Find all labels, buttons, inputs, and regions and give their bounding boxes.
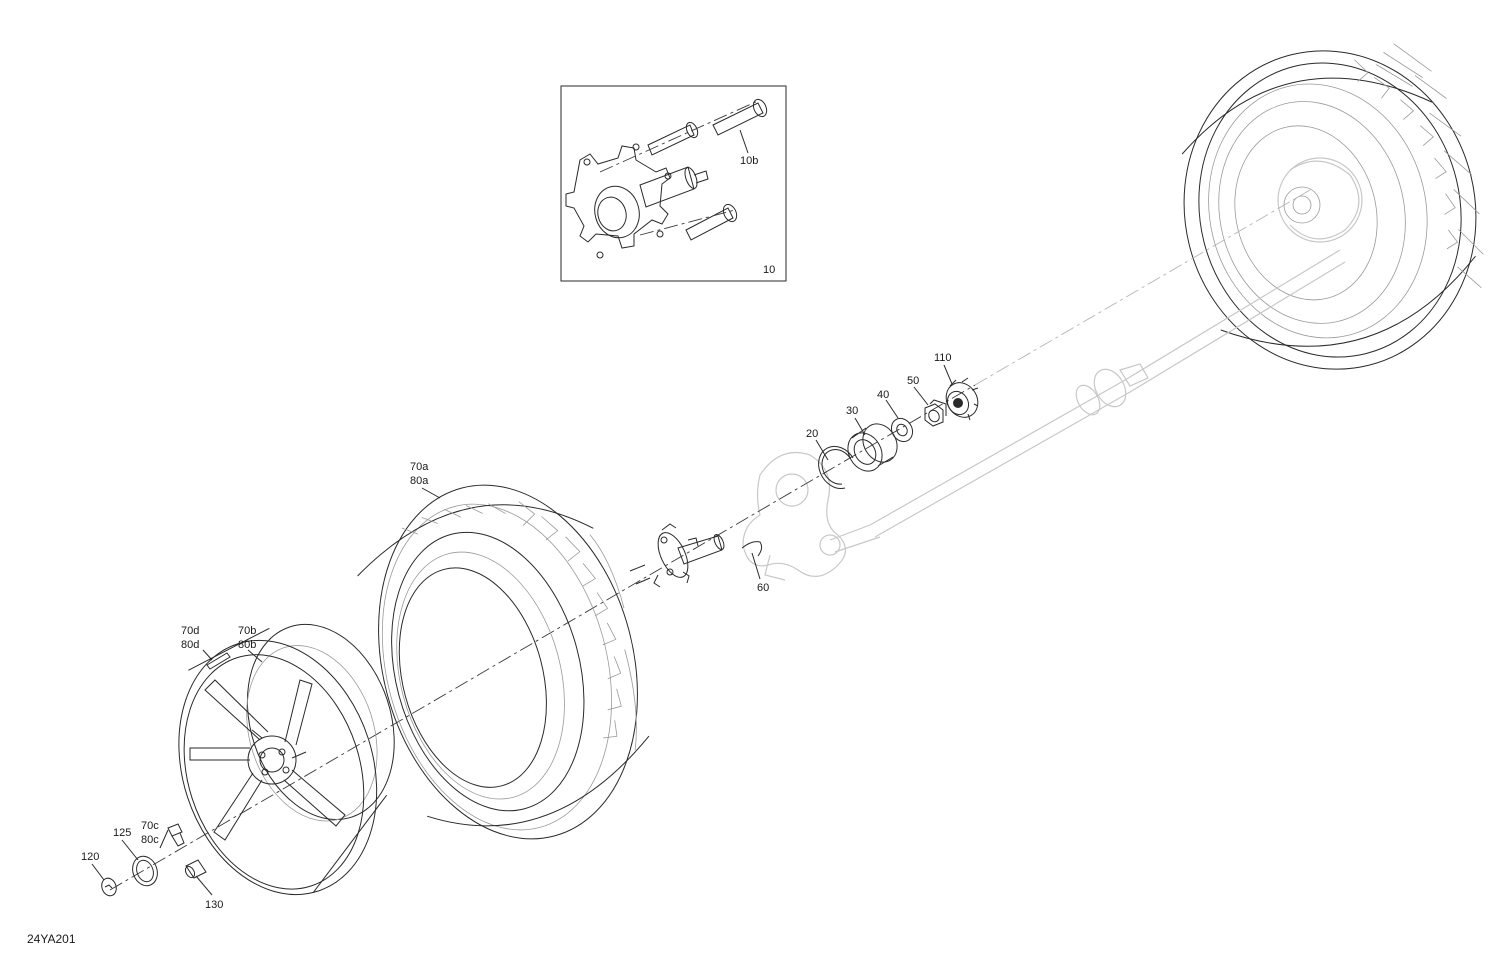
wheel-hub-part xyxy=(629,523,725,588)
ghost-drive-shaft xyxy=(869,249,1346,538)
callout-80c: 80c xyxy=(141,834,159,846)
callout-70c: 70c xyxy=(141,820,159,832)
inset-callout-10: 10 xyxy=(763,264,775,276)
callout-80d: 80d xyxy=(181,639,199,651)
assembly-centerline xyxy=(109,384,976,891)
callout-110: 110 xyxy=(934,352,952,364)
callout-70d: 70d xyxy=(181,625,199,637)
center-cap-ring-part xyxy=(132,855,158,887)
wheel-weight-part xyxy=(206,652,231,670)
callout-80b: 80b xyxy=(238,639,256,651)
cotter-pin-part xyxy=(741,541,763,557)
wheel-bearing-part xyxy=(847,423,898,472)
leader-lines xyxy=(91,364,953,896)
ghost-far-wheel xyxy=(1181,43,1484,370)
callout-60: 60 xyxy=(757,582,769,594)
callout-20: 20 xyxy=(806,428,818,440)
ghost-steering-knuckle xyxy=(742,451,881,581)
callout-50: 50 xyxy=(907,375,919,387)
callout-120: 120 xyxy=(81,851,99,863)
lug-nut-part xyxy=(184,859,207,879)
valve-stem-part xyxy=(167,823,185,847)
callout-125: 125 xyxy=(113,827,131,839)
callout-80a: 80a xyxy=(410,475,429,487)
center-cap-part xyxy=(101,877,117,897)
inset-callout-10b: 10b xyxy=(740,155,758,167)
assembly-centerline-ghost xyxy=(974,189,1311,386)
snap-ring-part xyxy=(818,445,854,489)
castle-nut-part xyxy=(945,377,979,421)
callout-70a: 70a xyxy=(410,461,429,473)
callout-40: 40 xyxy=(877,389,889,401)
diagram-code: 24YA201 xyxy=(27,932,76,946)
tire-part xyxy=(357,484,650,840)
inset-frame xyxy=(560,85,787,282)
callout-70b: 70b xyxy=(238,625,256,637)
rim-part xyxy=(178,623,395,896)
callout-30: 30 xyxy=(846,405,858,417)
callout-130: 130 xyxy=(205,899,223,911)
washer-part xyxy=(890,417,914,443)
hex-nut-part xyxy=(924,399,947,427)
hub-inset: 10b 10 xyxy=(560,85,787,282)
